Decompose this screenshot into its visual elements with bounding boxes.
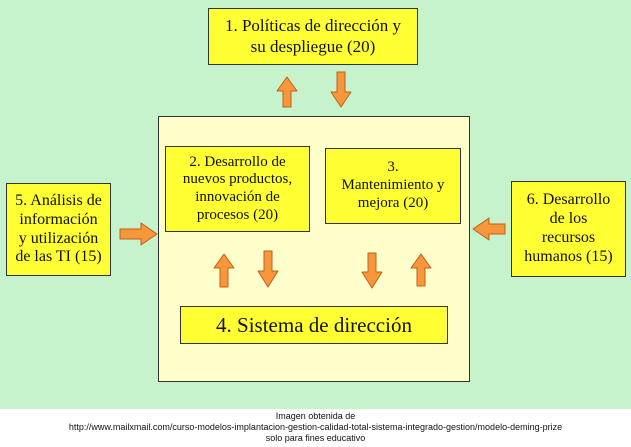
- box-analisis-informacion-label: 5. Análisis de información y utilización…: [15, 191, 102, 266]
- arrow-down-icon: [361, 252, 383, 289]
- arrow-right-icon: [119, 222, 158, 246]
- caption-source-url: http://www.mailxmail.com/curso-modelos-i…: [68, 422, 563, 432]
- arrows-layer: [119, 71, 506, 289]
- box-politicas-label: 1. Políticas de dirección y su despliegu…: [224, 16, 402, 56]
- box-recursos-humanos-label: 6. Desarrollo de los recursos humanos (1…: [524, 191, 613, 265]
- arrow-down-icon: [330, 71, 352, 108]
- image-caption: Imagen obtenida de http://www.mailxmail.…: [0, 411, 631, 444]
- box-sistema-direccion-label: 4. Sistema de dirección: [216, 312, 412, 337]
- arrow-down-icon: [257, 250, 279, 288]
- box-analisis-informacion: 5. Análisis de información y utilización…: [6, 183, 111, 276]
- box-mantenimiento: 3. Mantenimiento y mejora (20): [325, 148, 461, 224]
- box-desarrollo-productos: 2. Desarrollo de nuevos productos, innov…: [165, 146, 310, 232]
- box-desarrollo-productos-label: 2. Desarrollo de nuevos productos, innov…: [182, 153, 293, 223]
- box-recursos-humanos: 6. Desarrollo de los recursos humanos (1…: [511, 181, 626, 277]
- caption-line-1: Imagen obtenida de: [275, 411, 356, 421]
- box-mantenimiento-label: 3. Mantenimiento y mejora (20): [341, 159, 445, 211]
- arrow-left-icon: [472, 217, 506, 241]
- box-sistema-direccion: 4. Sistema de dirección: [180, 306, 448, 344]
- arrow-up-icon: [213, 253, 235, 288]
- arrow-up-icon: [410, 253, 432, 287]
- arrow-up-icon: [276, 76, 298, 108]
- box-politicas: 1. Políticas de dirección y su despliegu…: [208, 8, 418, 65]
- caption-line-3: solo para fines educativo: [265, 433, 366, 443]
